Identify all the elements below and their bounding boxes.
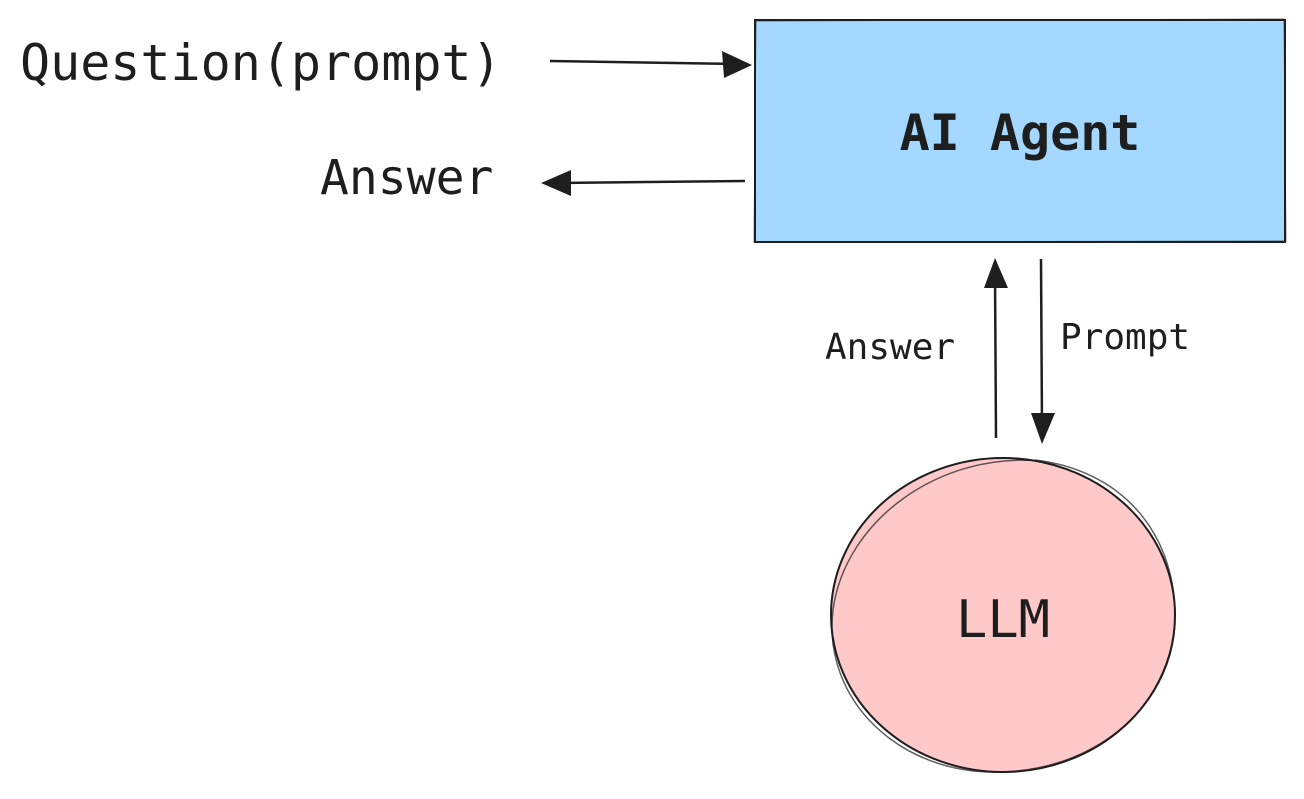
- agent-to-answer-arrow: [541, 170, 746, 196]
- llm-answer-label: Answer: [825, 327, 956, 368]
- question-to-agent-arrow: [549, 51, 752, 78]
- agent-box: [753, 18, 1287, 243]
- agent-label: AI Agent: [899, 104, 1141, 162]
- llm-circle: [830, 457, 1176, 773]
- question-label: Question(prompt): [20, 34, 502, 92]
- llm-prompt-label: Prompt: [1060, 317, 1191, 358]
- answer-output-label: Answer: [320, 150, 494, 206]
- llm-label: LLM: [956, 590, 1050, 650]
- llm-to-agent-arrow: [984, 258, 1008, 439]
- agent-to-llm-arrow: [1031, 258, 1055, 444]
